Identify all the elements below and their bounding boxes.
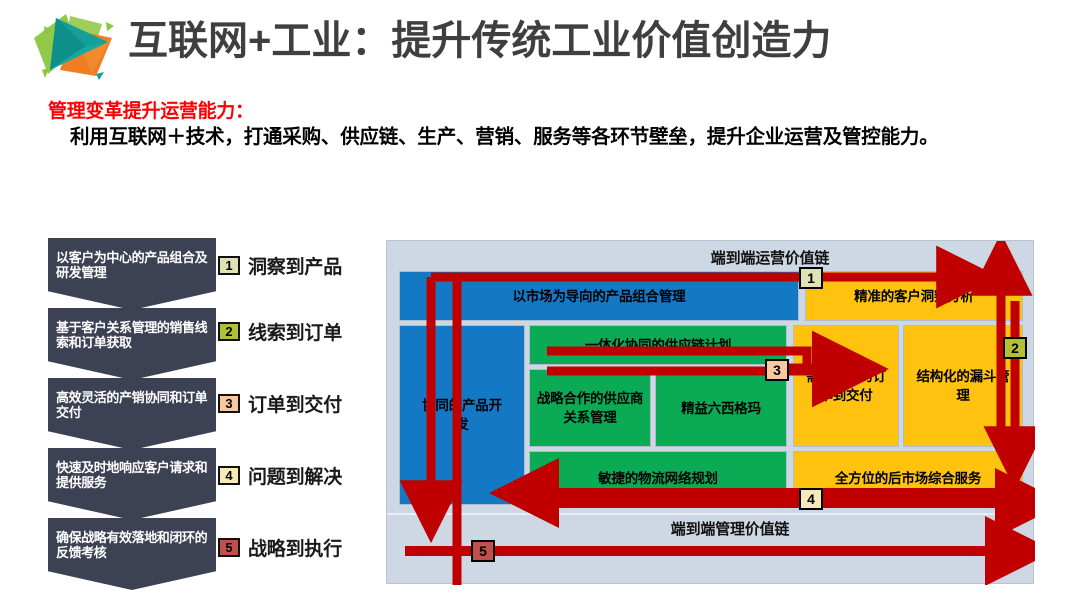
subtitle-block: 管理变革提升运营能力： 利用互联网＋技术，打通采购、供应链、生产、营销、服务等各… <box>48 100 1038 150</box>
funnel-step-label: 确保战略有效落地和闭环的反馈考核 <box>56 530 208 560</box>
legend-label-3: 订单到交付 <box>248 395 343 416</box>
funnel-step-label: 高效灵活的产销协同和订单交付 <box>56 390 208 420</box>
box-label: 以市场为导向的产品组合管理 <box>512 288 686 304</box>
box-label: 协同的产品开发 <box>422 398 502 432</box>
legend-badge-2: 2 <box>218 322 240 341</box>
diagram-marker-1[interactable]: 1 <box>799 267 823 289</box>
legend-label-1: 洞察到产品 <box>248 257 343 278</box>
legend-item-3[interactable]: 3 订单到交付 <box>218 390 342 417</box>
legend-label-2: 线索到订单 <box>248 323 343 344</box>
diagram-marker-4[interactable]: 4 <box>799 488 823 510</box>
diagram-marker-5[interactable]: 5 <box>471 540 495 562</box>
funnel-step-label: 快速及时地响应客户请求和提供服务 <box>56 460 208 490</box>
legend-item-4[interactable]: 4 问题到解决 <box>218 462 342 489</box>
chain-divider <box>387 513 1033 515</box>
legend-label-5: 战略到执行 <box>248 539 343 560</box>
legend-label-4: 问题到解决 <box>248 467 343 488</box>
page-header: 互联网+工业：提升传统工业价值创造力 <box>0 0 1080 92</box>
box-label: 战略合作的供应商关系管理 <box>536 391 644 425</box>
diagram-marker-2[interactable]: 2 <box>1003 337 1027 359</box>
funnel-step-3[interactable]: 高效灵活的产销协同和订单交付 <box>48 378 216 450</box>
box-aftermarket-service[interactable]: 全方位的后市场综合服务 <box>793 451 1023 505</box>
diagram-marker-3[interactable]: 3 <box>765 359 789 381</box>
box-label: 一体化协同的供应链计划 <box>584 337 732 353</box>
legend-badge-3: 3 <box>218 394 240 413</box>
legend: 1 洞察到产品 2 线索到订单 3 订单到交付 4 问题到解决 5 战略到执行 <box>218 238 378 590</box>
chain-title-management: 端到端管理价值链 <box>670 521 790 538</box>
legend-badge-4: 4 <box>218 466 240 485</box>
legend-badge-1: 1 <box>218 256 240 275</box>
funnel-step-4[interactable]: 快速及时地响应客户请求和提供服务 <box>48 448 216 520</box>
funnel-step-label: 基于客户关系管理的销售线索和订单获取 <box>56 320 208 350</box>
process-funnel: 以客户为中心的产品组合及研发管理 基于客户关系管理的销售线索和订单获取 高效灵活… <box>48 238 216 590</box>
legend-item-1[interactable]: 1 洞察到产品 <box>218 252 342 279</box>
box-product-portfolio[interactable]: 以市场为导向的产品组合管理 <box>399 271 799 321</box>
box-logistics-network[interactable]: 敏捷的物流网络规划 <box>529 451 787 505</box>
page-title: 互联网+工业：提升传统工业价值创造力 <box>128 19 832 63</box>
funnel-step-2[interactable]: 基于客户关系管理的销售线索和订单获取 <box>48 308 216 380</box>
box-label: 需求拉动的订单到交付 <box>806 369 886 403</box>
box-supply-chain-plan[interactable]: 一体化协同的供应链计划 <box>529 325 787 365</box>
funnel-step-label: 以客户为中心的产品组合及研发管理 <box>56 250 208 280</box>
legend-item-2[interactable]: 2 线索到订单 <box>218 318 342 345</box>
subtitle-heading: 管理变革提升运营能力： <box>48 101 254 122</box>
box-label: 结构化的漏斗管理 <box>916 369 1010 403</box>
box-supplier-relationship[interactable]: 战略合作的供应商关系管理 <box>529 369 651 447</box>
subtitle-body: 利用互联网＋技术，打通采购、供应链、生产、营销、服务等各环节壁垒，提升企业运营及… <box>70 126 939 148</box>
funnel-step-1[interactable]: 以客户为中心的产品组合及研发管理 <box>48 238 216 310</box>
box-label: 精准的客户洞察分析 <box>854 288 974 304</box>
box-demand-pull-order[interactable]: 需求拉动的订单到交付 <box>793 325 899 447</box>
box-label: 敏捷的物流网络规划 <box>598 470 718 486</box>
company-logo <box>26 8 122 86</box>
chain-title-operations: 端到端运营价值链 <box>710 250 830 267</box>
funnel-step-5[interactable]: 确保战略有效落地和闭环的反馈考核 <box>48 518 216 590</box>
legend-item-5[interactable]: 5 战略到执行 <box>218 534 342 561</box>
box-collaborative-product-dev[interactable]: 协同的产品开发 <box>399 325 525 505</box>
box-customer-insight[interactable]: 精准的客户洞察分析 <box>805 271 1023 321</box>
legend-badge-5: 5 <box>218 538 240 557</box>
value-chain-diagram: 端到端运营价值链 以市场为导向的产品组合管理 精准的客户洞察分析 协同的产品开发… <box>386 240 1035 585</box>
box-label: 全方位的后市场综合服务 <box>834 470 982 486</box>
box-label: 精益六西格玛 <box>681 400 761 416</box>
